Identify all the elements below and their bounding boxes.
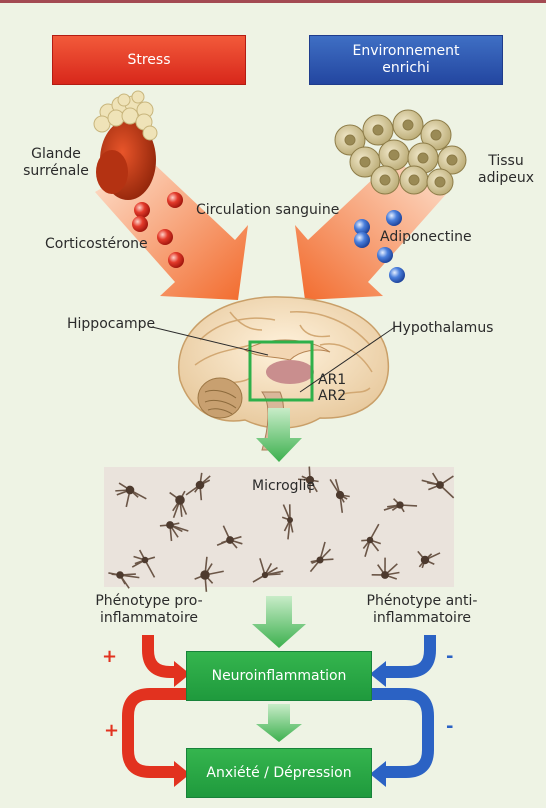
enriched-pathway-arrow	[295, 160, 448, 300]
enriched-environment-box: Environnement enrichi	[309, 35, 503, 85]
adiponectin-molecules	[354, 210, 405, 283]
red-arrowhead-neuro	[174, 661, 190, 687]
minus-sign-bottom: -	[446, 716, 454, 737]
hippocampus-highlight-box	[248, 340, 314, 402]
red-arrowhead-anxiety	[174, 761, 190, 787]
microglia-cell	[383, 498, 418, 513]
plus-sign-top: +	[102, 646, 118, 667]
microglia-cell	[108, 571, 140, 589]
microglia-cell	[194, 556, 224, 592]
corticosterone-molecules	[132, 192, 184, 268]
microglia-cell	[169, 490, 188, 519]
brain-to-microglia-arrow	[256, 408, 302, 462]
microglia-cell	[298, 466, 319, 493]
microglia-cell	[216, 525, 243, 549]
ar1-label: AR1	[318, 372, 347, 388]
microglia-cell	[252, 558, 284, 583]
blood-circulation-label: Circulation sanguine	[196, 202, 340, 218]
top-rule	[0, 0, 546, 3]
microglia-cell	[421, 472, 455, 499]
microglia-cell	[281, 504, 294, 540]
ar2-label: AR2	[318, 388, 347, 404]
neuro-to-anxiety-arrow	[256, 704, 302, 742]
microglia-cell	[309, 541, 334, 573]
hypothalamus-label: Hypothalamus	[392, 320, 494, 336]
anxiety-depression-label: Anxiété / Dépression	[206, 764, 352, 781]
minus-sign-top: -	[446, 646, 454, 667]
microglia-label: Microglie	[252, 478, 315, 494]
microglia-cell	[185, 472, 211, 501]
adiponectin-label: Adiponectine	[380, 229, 472, 245]
microglia-cell	[361, 523, 382, 557]
blue-arrowhead-neuro	[370, 661, 386, 687]
anti-inflammatory-arrows	[370, 635, 436, 778]
microglia-cell	[329, 478, 350, 513]
adipose-tissue-illustration	[334, 109, 467, 196]
neuroinflammation-label: Neuroinflammation	[211, 667, 347, 684]
stress-label: Stress	[127, 51, 171, 68]
corticosterone-label: Corticostérone	[45, 236, 148, 252]
microglia-micrograph	[104, 466, 455, 592]
microglia-cell	[371, 557, 400, 580]
plus-sign-bottom: +	[104, 720, 120, 741]
hippocampus-label: Hippocampe	[67, 316, 156, 332]
blue-arrowhead-anxiety	[370, 761, 386, 787]
anxiety-depression-box: Anxiété / Dépression	[186, 748, 372, 798]
enriched-environment-label: Environnement enrichi	[352, 43, 460, 76]
adrenal-gland-label: Glande surrénale	[23, 146, 89, 179]
hypothalamus-leader-line	[299, 326, 396, 393]
microglia-to-neuro-arrow	[252, 596, 306, 648]
pro-phenotype-label: Phénotype pro-inflammatoire	[95, 593, 203, 626]
pro-inflammatory-arrows	[122, 635, 186, 778]
microglia-cell	[115, 482, 147, 508]
hippocampe-leader-line	[151, 326, 269, 356]
microglia-cell	[159, 521, 189, 542]
neuroinflammation-box: Neuroinflammation	[186, 651, 372, 701]
microglia-cell	[417, 550, 441, 569]
microglia-cell	[131, 549, 156, 578]
stress-box: Stress	[52, 35, 246, 85]
anti-phenotype-label: Phénotype anti-inflammatoire	[366, 593, 478, 626]
adipose-tissue-label: Tissu adipeux	[477, 153, 534, 186]
adrenal-gland-illustration	[93, 90, 158, 200]
